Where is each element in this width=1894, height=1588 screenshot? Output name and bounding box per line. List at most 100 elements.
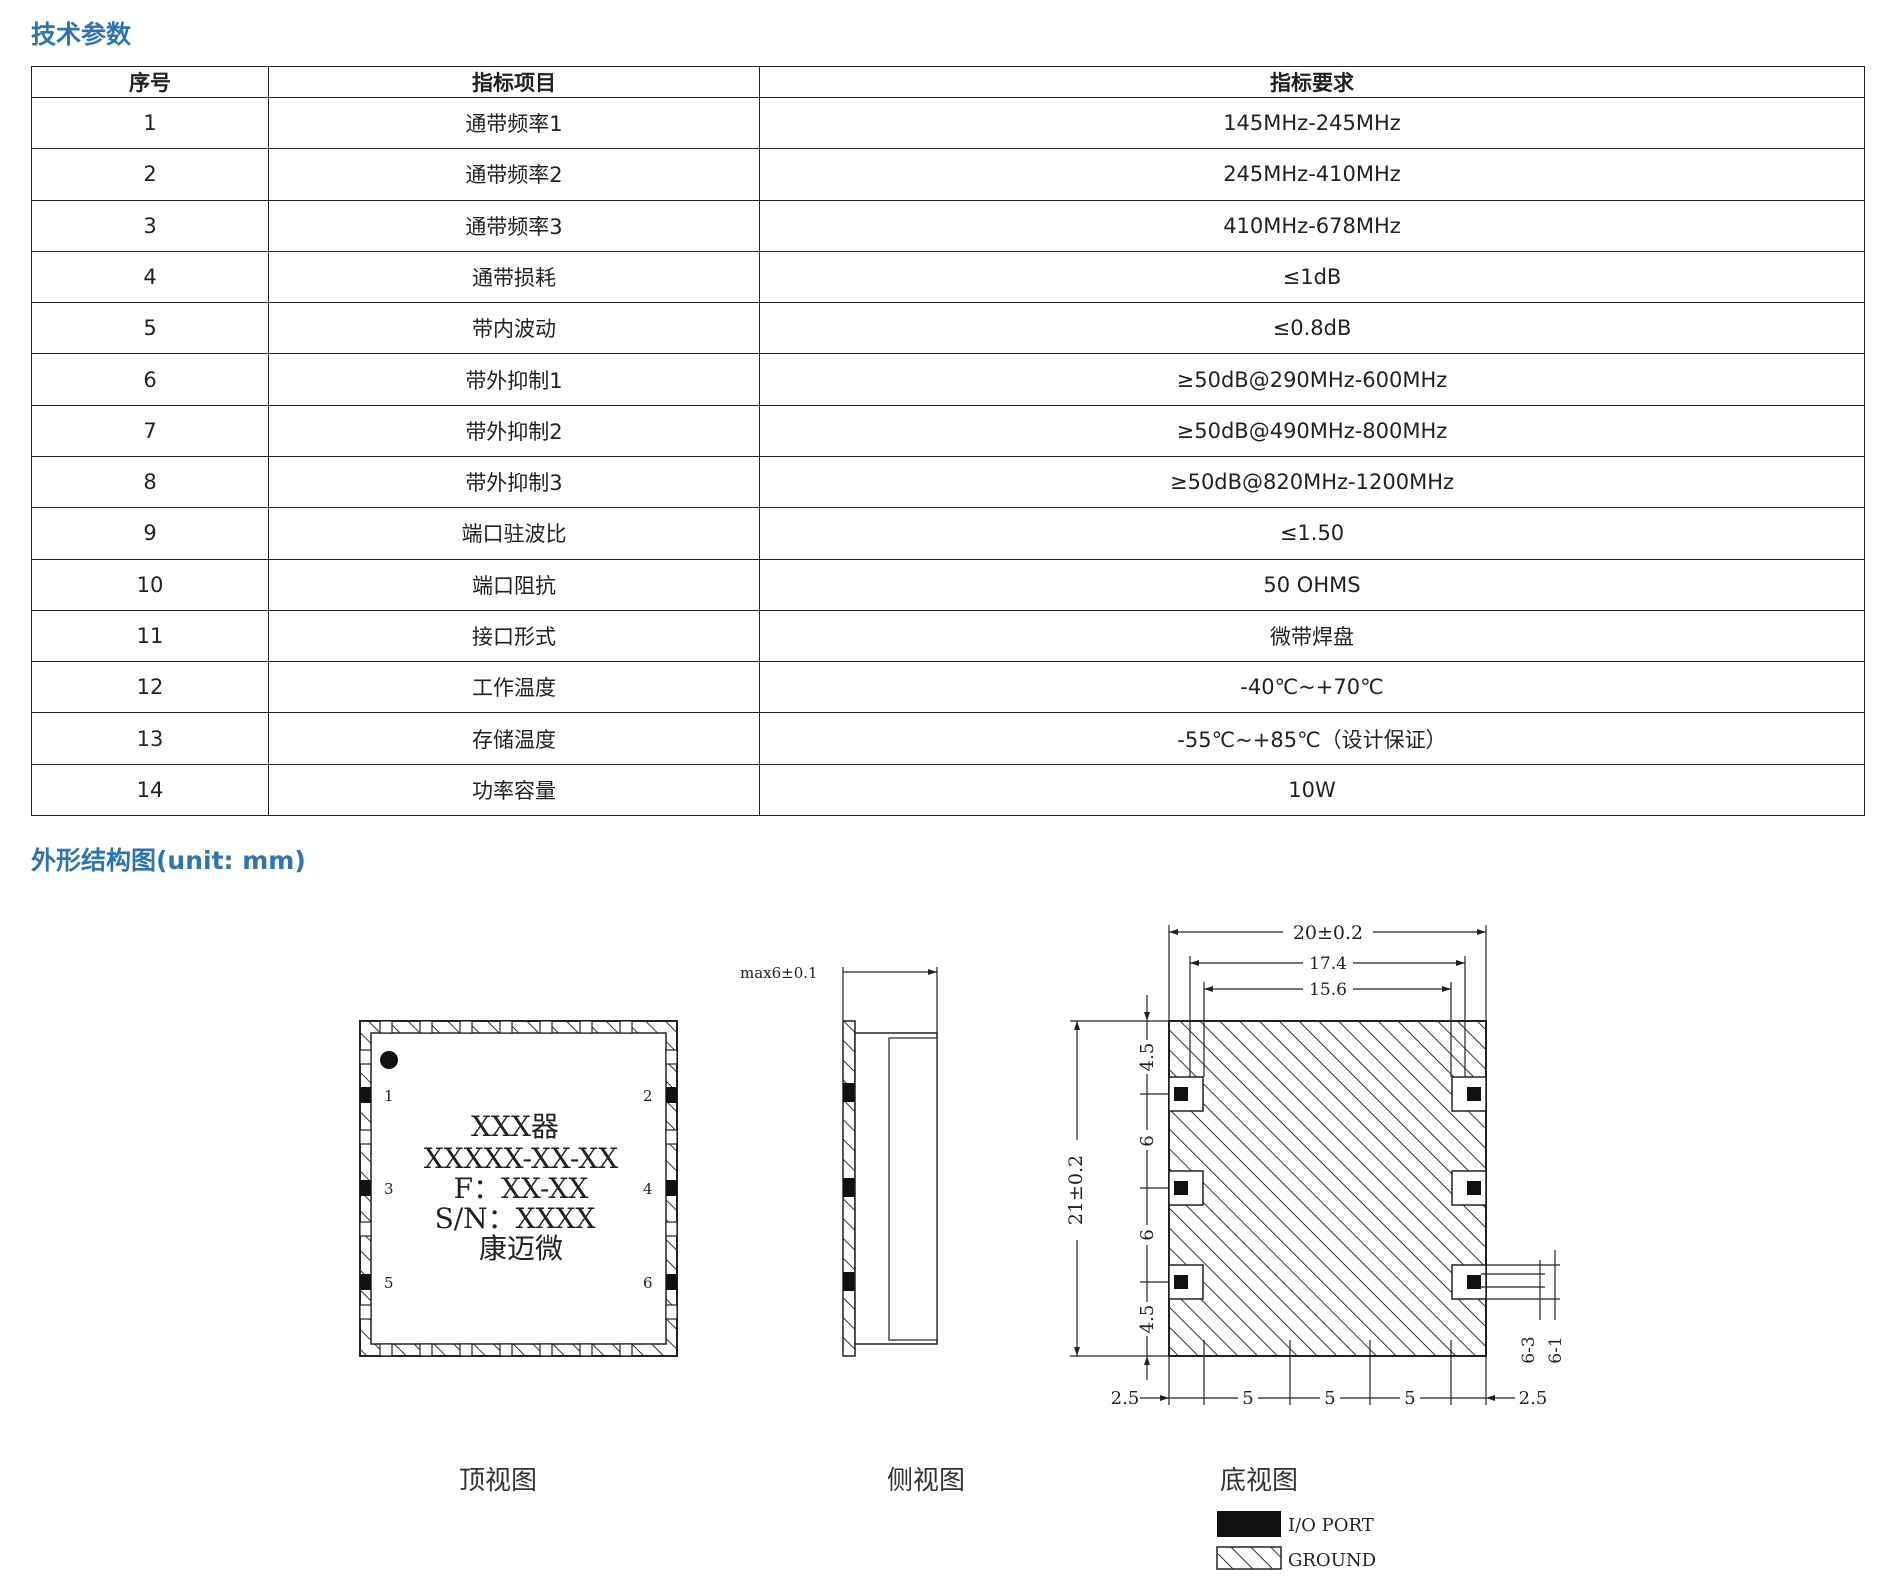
bottom-view-caption: 底视图 [1220,1466,1298,1496]
cell-item: 接口形式 [268,609,760,663]
section-title-tech-params: 技术参数 [31,20,132,49]
side-view: max6±0.1 侧视图 [740,964,965,1496]
dim-bottom-5-c: 5 [1404,1388,1415,1409]
cell-requirement: ≥50dB@820MHz-1200MHz [759,455,1865,509]
cell-requirement: 微带焊盘 [759,609,1865,663]
top-view-caption: 顶视图 [459,1466,537,1496]
legend-io-port-swatch [1217,1511,1281,1537]
cell-item: 带外抑制2 [268,404,760,457]
marking-line-brand: 康迈微 [479,1232,563,1265]
dim-left-4-5-top: 4.5 [1137,1043,1158,1072]
cell-item: 带外抑制1 [268,353,760,406]
cell-requirement: 10W [759,763,1865,817]
dim-left-6-a: 6 [1137,1135,1158,1146]
section-title-outline: 外形结构图(unit: mm) [31,846,306,875]
marking-line-freq: F：XX-XX [454,1172,589,1205]
dim-bottom-5-a: 5 [1242,1388,1253,1409]
cell-requirement: ≤1dB [759,250,1865,304]
cell-index: 11 [31,609,269,663]
cell-requirement: ≥50dB@290MHz-600MHz [759,353,1865,406]
cell-index: 1 [31,96,269,150]
bottom-view-ground-plane [1168,1020,1487,1357]
dim-right-6-1: 6-1 [1546,1336,1566,1363]
side-view-cover [888,1037,938,1341]
cell-item: 功率容量 [268,763,760,817]
dim-height-21: 21±0.2 [1065,1155,1087,1225]
dim-left-6-b: 6 [1137,1229,1158,1240]
dim-bottom-5-b: 5 [1324,1388,1335,1409]
header-requirement: 指标要求 [759,66,1865,98]
cell-requirement: 50 OHMS [759,558,1865,611]
top-view-inner-face [370,1032,667,1345]
dim-width-20: 20±0.2 [1293,922,1363,944]
dim-bottom-2-5-right: 2.5 [1519,1388,1548,1409]
cell-item: 工作温度 [268,661,760,714]
cell-item: 带内波动 [268,302,760,355]
cell-item: 存储温度 [268,712,760,765]
legend-ground-label: GROUND [1288,1550,1376,1571]
legend-ground-swatch [1216,1546,1282,1570]
pin-label-2: 2 [643,1087,653,1105]
dim-bottom-2-5-left: 2.5 [1111,1388,1140,1409]
cell-index: 5 [31,302,269,355]
cell-item: 带外抑制3 [268,455,760,509]
cell-index: 10 [31,558,269,611]
pin-label-6: 6 [643,1274,653,1292]
cell-item: 通带损耗 [268,250,760,304]
side-view-io-pads [843,1083,855,1291]
marking-line-model: XXXXX-XX-XX [424,1142,618,1175]
side-view-caption: 侧视图 [887,1466,965,1496]
cell-item: 通带频率1 [268,96,760,150]
cell-index: 2 [31,148,269,201]
cell-index: 8 [31,455,269,509]
cell-index: 6 [31,353,269,406]
top-view-castellations [359,1020,678,1357]
cell-requirement: -55℃~+85℃（设计保证） [759,712,1865,765]
dim-width-17-4: 17.4 [1309,954,1347,974]
header-index: 序号 [31,66,269,98]
cell-requirement: ≤0.8dB [759,302,1865,355]
pin-label-4: 4 [643,1180,653,1198]
bottom-view-io-ports [1168,1076,1487,1300]
dim-left-4-5-bottom: 4.5 [1137,1305,1158,1334]
top-view-io-pads [360,1087,677,1290]
cell-index: 3 [31,199,269,252]
cell-item: 通带频率3 [268,199,760,252]
side-view-height-label: max6±0.1 [740,964,818,982]
marking-line-serial: S/N：XXXX [435,1202,596,1235]
cell-requirement: -40℃~+70℃ [759,661,1865,714]
pin-label-1: 1 [384,1087,394,1105]
dim-right-6-3: 6-3 [1519,1336,1539,1363]
cell-requirement: ≥50dB@490MHz-800MHz [759,404,1865,457]
legend: I/O PORT GROUND [1216,1511,1376,1571]
top-view: 1 2 3 4 5 6 XXX器 XXXXX-XX-XX F：XX-XX S/N… [359,1020,678,1496]
cell-index: 9 [31,507,269,560]
marking-line-product: XXX器 [471,1110,559,1143]
legend-io-port-label: I/O PORT [1288,1515,1374,1536]
cell-index: 7 [31,404,269,457]
cell-item: 通带频率2 [268,148,760,201]
cell-requirement: 410MHz-678MHz [759,199,1865,252]
pin1-marker-dot [380,1051,398,1069]
dim-width-15-6: 15.6 [1309,980,1347,1000]
bottom-view: 20±0.2 17.4 15.6 21±0.2 4.5 [1065,920,1566,1496]
pin-label-3: 3 [384,1180,394,1198]
cell-item: 端口阻抗 [268,558,760,611]
pin-label-5: 5 [384,1274,394,1292]
